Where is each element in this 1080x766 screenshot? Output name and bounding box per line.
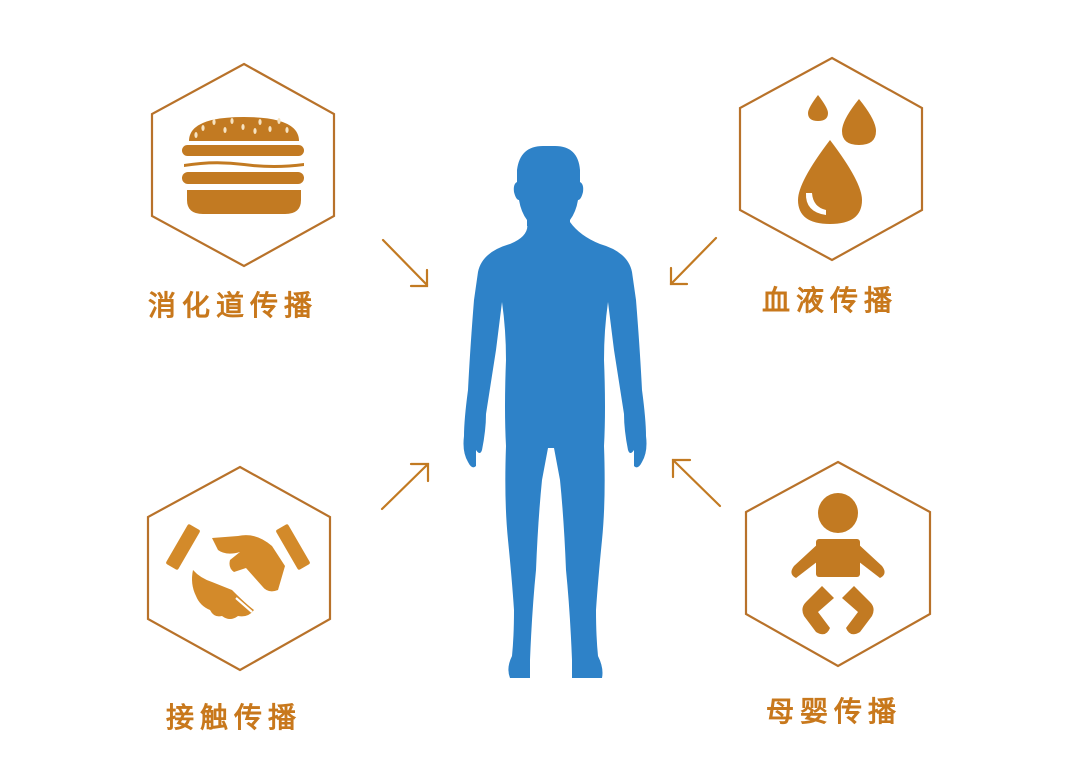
- arrow-top-right: [669, 236, 718, 286]
- human-body-silhouette: [463, 146, 647, 678]
- arrow-bottom-right: [671, 458, 722, 508]
- label-mother-infant-transmission: 母婴传播: [766, 695, 903, 728]
- hexagon-contact: [146, 465, 332, 672]
- arrow-top-left: [381, 238, 429, 288]
- baby-icon: [791, 493, 885, 635]
- hexagon-digestive: [150, 62, 336, 268]
- handshake-icon: [166, 524, 310, 619]
- blood-drops-icon: [798, 95, 876, 224]
- hexagon-blood: [738, 56, 924, 262]
- arrow-bottom-left: [380, 462, 430, 511]
- label-digestive-transmission: 消化道传播: [148, 289, 319, 322]
- hexagon-mother-infant: [744, 460, 932, 668]
- label-blood-transmission: 血液传播: [762, 284, 899, 317]
- label-contact-transmission: 接触传播: [166, 701, 303, 734]
- hamburger-icon: [182, 117, 304, 214]
